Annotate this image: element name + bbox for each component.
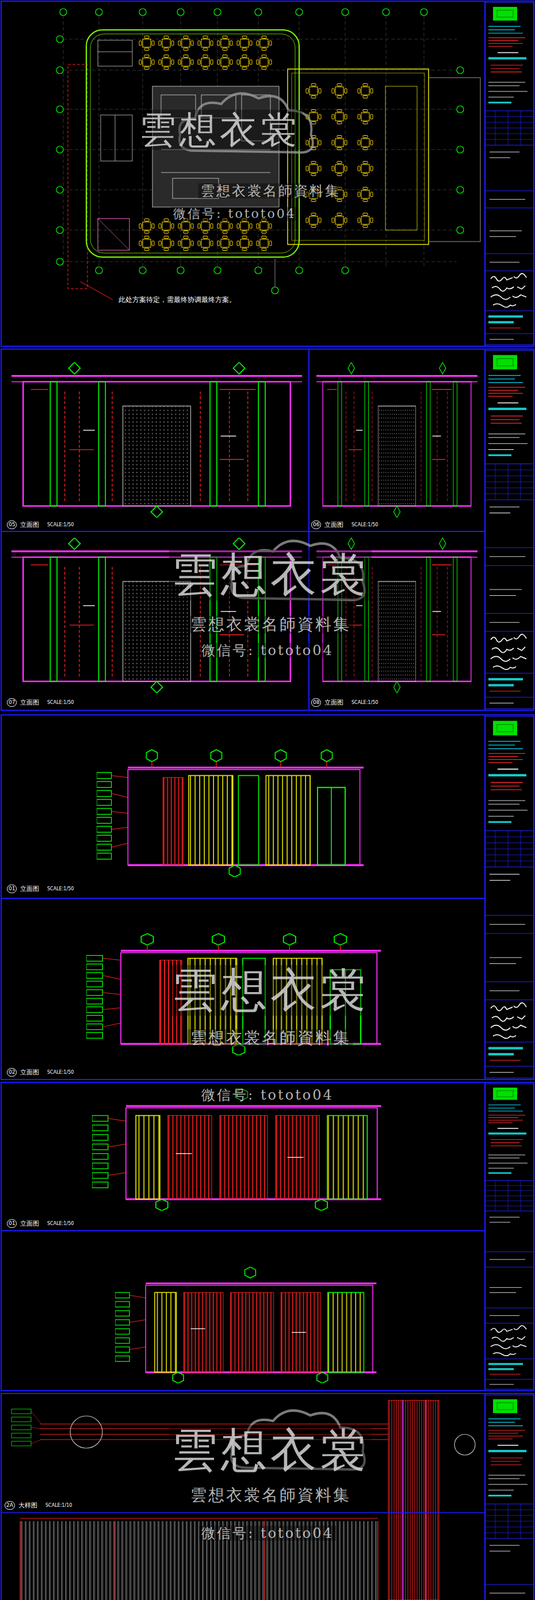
view-title: SCALE:1/50 (46, 1221, 75, 1228)
view-title: 立面图 (323, 521, 345, 529)
watermark: 雲想衣裳 (169, 965, 372, 1016)
view-title: SCALE:1/50 (350, 522, 380, 529)
view-title: 立面图 (18, 1220, 41, 1228)
watermark: 微信号: tototo04 (199, 1526, 336, 1542)
view-title: SCALE:1/50 (46, 522, 75, 529)
view-title: 立面图 (323, 698, 345, 707)
note-text: 此处方案待定，需最终协调最终方案。 (117, 295, 238, 304)
view-title: SCALE:1/50 (46, 700, 75, 706)
watermark: 雲想衣裳名師資料集 (198, 183, 343, 199)
watermark: 微信号: tototo04 (199, 643, 336, 659)
watermark: 雲想衣裳 (169, 1425, 372, 1477)
callout-number: 01 (6, 884, 17, 894)
callout-number: 05 (6, 520, 17, 530)
view-title: 立面图 (18, 1068, 41, 1077)
detail-drawing (1, 1400, 485, 1600)
view-title: SCALE:1/50 (46, 886, 75, 893)
callout-number: 07 (6, 698, 17, 708)
callout-number: 02 (6, 1068, 17, 1077)
watermark: 雲想衣裳名師資料集 (188, 1487, 354, 1505)
view-title: 大样图 (17, 1502, 39, 1510)
view-title: 立面图 (18, 885, 41, 893)
elevation-drawing (11, 362, 478, 1384)
callout-number: 06 (311, 520, 321, 530)
watermark: 雲想衣裳 (169, 549, 372, 601)
watermark: 雲想衣裳名師資料集 (188, 1029, 354, 1048)
watermark: 微信号: tototo04 (199, 1087, 336, 1103)
callout-number: 01 (6, 1219, 17, 1229)
view-title: SCALE:1/50 (350, 700, 380, 706)
floor-plan (56, 8, 481, 300)
watermark: 雲想衣裳名師資料集 (188, 616, 354, 634)
view-title: SCALE:1/50 (46, 1070, 75, 1076)
callout-number: 08 (311, 698, 321, 708)
view-title: 立面图 (18, 521, 41, 529)
watermark: 微信号: tototo04 (170, 207, 299, 221)
callout-number: 2A (4, 1501, 15, 1511)
view-title: 立面图 (18, 698, 41, 707)
watermark: 雲想衣裳 (136, 109, 303, 151)
view-title: SCALE:1/10 (44, 1503, 74, 1509)
title-block (484, 2, 534, 1600)
